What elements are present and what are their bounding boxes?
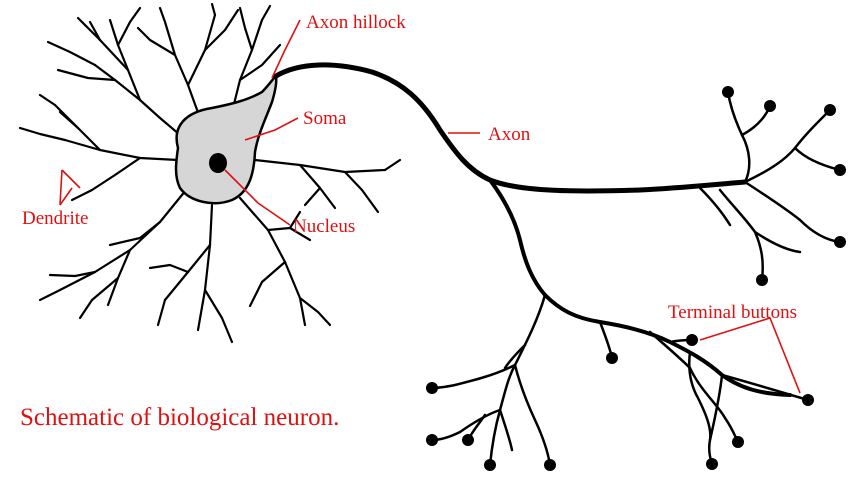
diagram-caption: Schematic of biological neuron. [20,404,339,431]
nucleus [209,153,227,173]
axon [276,65,840,465]
nucleus-label: Nucleus [293,216,355,237]
axon-label: Axon [488,124,531,145]
axon-hillock-label: Axon hillock [306,12,406,33]
dendrite-pointer [60,170,80,205]
soma-label: Soma [303,108,347,129]
terminal-buttons-label: Terminal buttons [668,302,797,323]
dendrite-label: Dendrite [22,208,88,229]
